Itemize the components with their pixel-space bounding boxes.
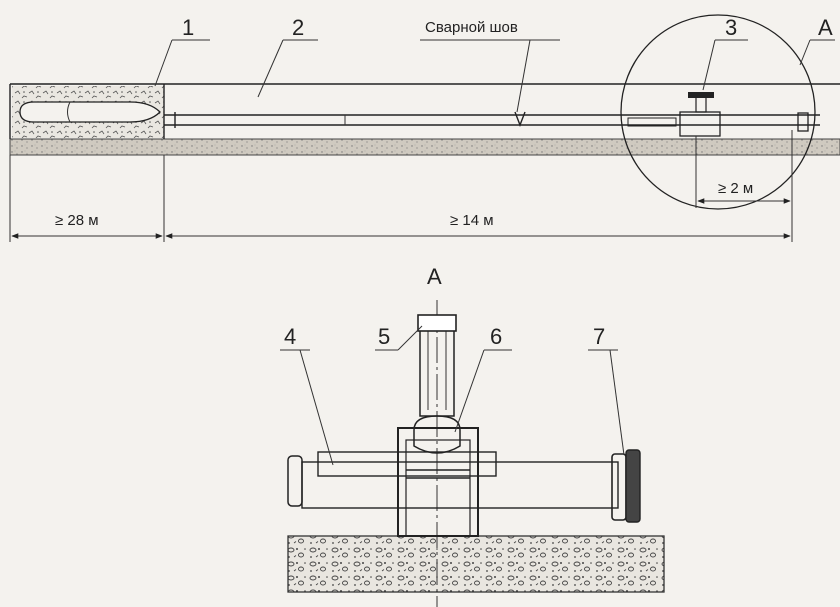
ground-strip xyxy=(9,138,840,156)
cleaning-pig xyxy=(19,101,161,123)
launcher-barrel xyxy=(317,451,497,477)
detail-mark-top: А xyxy=(818,15,833,40)
callout-2: 2 xyxy=(292,15,304,40)
gravel-base xyxy=(287,535,665,593)
dimension-lines xyxy=(9,130,793,242)
dimension-main: ≥ 14 м xyxy=(450,212,494,229)
support-frame xyxy=(397,427,479,537)
callout-3: 3 xyxy=(725,15,737,40)
callout-1: 1 xyxy=(182,15,194,40)
weld-label: Сварной шов xyxy=(425,19,518,36)
callout-5: 5 xyxy=(378,324,390,349)
pipeline-top-view xyxy=(9,14,840,210)
callout-7: 7 xyxy=(593,324,605,349)
top-leaders xyxy=(154,39,835,113)
callout-6: 6 xyxy=(490,324,502,349)
detail-leaders xyxy=(280,325,625,466)
detail-circle-a xyxy=(620,14,816,210)
detail-a-view xyxy=(287,300,665,607)
weld-seam xyxy=(514,111,526,127)
callout-4: 4 xyxy=(284,324,296,349)
detail-mark-title: А xyxy=(427,264,442,289)
valve-body xyxy=(413,415,461,454)
dimension-left: ≥ 28 м xyxy=(55,212,99,229)
end-cap xyxy=(611,453,627,521)
dimension-detail: ≥ 2 м xyxy=(718,180,753,197)
